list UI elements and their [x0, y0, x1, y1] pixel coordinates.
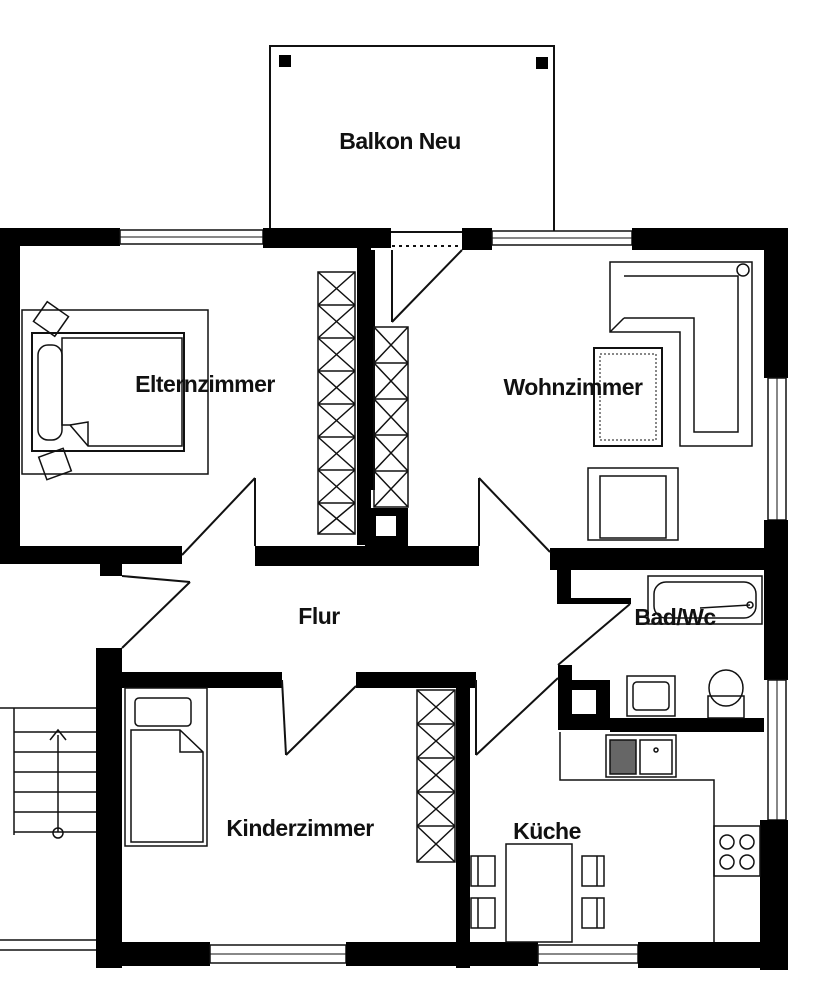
room-label-flur: Flur — [298, 603, 340, 629]
wardrobe-wohn — [373, 326, 409, 508]
room-label-bad: Bad/Wc — [634, 604, 716, 630]
room-label-kinder: Kinderzimmer — [226, 815, 374, 841]
double-bed — [21, 300, 209, 481]
room-label-eltern: Elternzimmer — [135, 371, 275, 397]
door-swings — [121, 249, 631, 756]
room-label-kueche: Küche — [513, 818, 581, 844]
coffee-table — [593, 347, 663, 447]
kitchen-counter — [559, 732, 715, 942]
room-label-wohn: Wohnzimmer — [504, 374, 644, 400]
single-bed — [124, 687, 208, 847]
balcony — [269, 45, 555, 247]
walls — [0, 228, 788, 970]
armchair — [587, 467, 679, 541]
room-label-balkon: Balkon Neu — [339, 128, 461, 154]
wardrobe-kinder — [416, 689, 456, 863]
toilet — [707, 669, 745, 719]
corner-sofa — [609, 261, 753, 447]
bathtub — [647, 575, 763, 625]
dining-table — [470, 843, 605, 943]
staircase — [0, 707, 96, 951]
wardrobe-eltern — [317, 271, 356, 535]
sink-bad — [626, 675, 676, 717]
stove — [713, 825, 761, 877]
